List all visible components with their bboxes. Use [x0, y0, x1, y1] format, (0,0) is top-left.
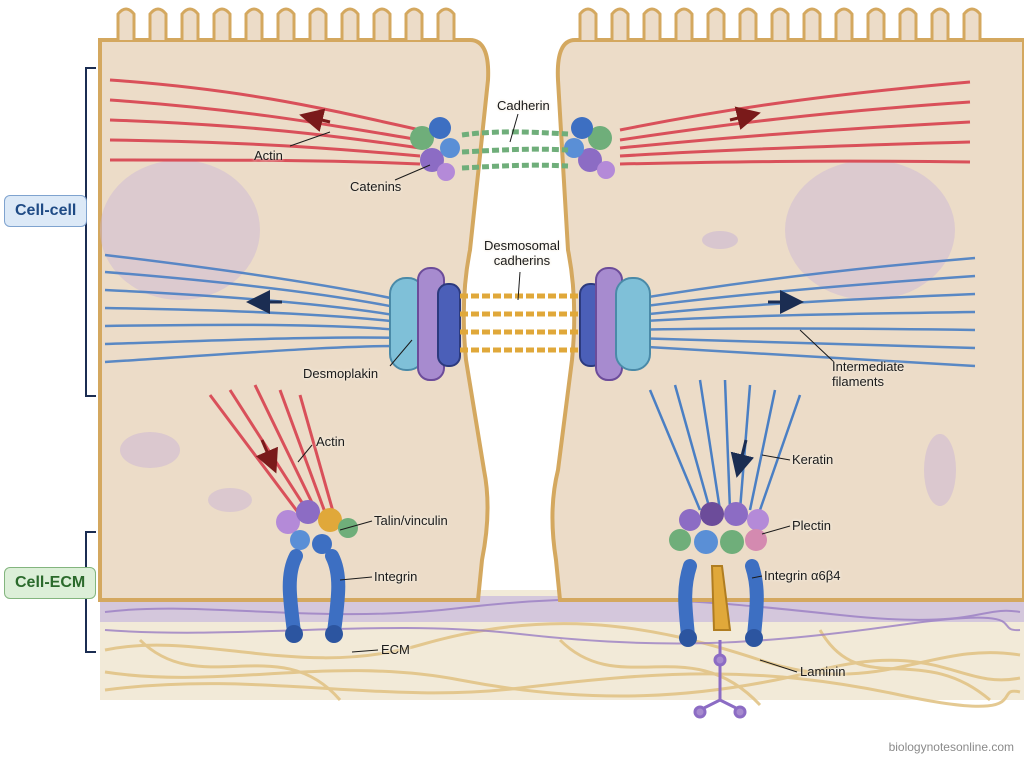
desmosomal-cadherin-chains [460, 293, 580, 353]
actin-arrow-right [729, 106, 761, 130]
laminin [693, 640, 747, 719]
actin-bundle-right [619, 80, 971, 166]
label-keratin: Keratin [792, 452, 834, 467]
label-desmoplakin: Desmoplakin [303, 366, 379, 381]
leader-lines [289, 113, 835, 673]
integrin-left [282, 549, 346, 643]
label-desmosomal-line2: cadherins [493, 253, 551, 268]
label-ecm: ECM [381, 642, 410, 657]
source-watermark: biologynotesonline.com [888, 740, 1014, 754]
label-plectin: Plectin [792, 518, 832, 533]
intermediate-filaments-left [104, 253, 401, 364]
ecm-layer [100, 590, 1024, 708]
integrin-a6b4 [678, 559, 764, 647]
label-intermediate-filaments: Intermediate filaments [832, 359, 904, 389]
catenin-cluster-left [410, 117, 460, 181]
actin-arrow-left [299, 108, 331, 132]
catenin-cluster-right [564, 117, 615, 179]
label-integrin-a6b4: Integrin α6β4 [764, 568, 841, 583]
label-intermediate-line2: filaments [832, 374, 885, 389]
right-cell [550, 7, 1024, 602]
label-laminin: Laminin [800, 664, 846, 679]
label-desmosomal-cadherins: Desmosomal cadherins [484, 238, 560, 268]
desmosome-plaque-right [579, 267, 651, 381]
cadherin-chains [461, 129, 569, 171]
actin-bundle-left [109, 78, 421, 166]
label-desmosomal-line1: Desmosomal [484, 238, 560, 253]
label-actin-bottom: Actin [316, 434, 345, 449]
label-actin-top: Actin [254, 148, 283, 163]
label-intermediate-line1: Intermediate [832, 359, 905, 374]
actin-arrow-focal [255, 439, 278, 474]
group-label-cell-ecm: Cell-ECM [4, 567, 97, 599]
plectin-complex [669, 502, 769, 554]
left-cell [98, 7, 491, 602]
desmosome-plaque-left [389, 267, 461, 381]
label-integrin: Integrin [374, 569, 418, 584]
label-talin-vinculin: Talin/vinculin [374, 513, 448, 528]
label-catenins: Catenins [350, 179, 402, 194]
bracket-cell-cell [85, 67, 96, 397]
label-cadherin: Cadherin [497, 98, 550, 113]
keratin-arrow [730, 439, 755, 478]
group-label-cell-cell: Cell-cell [4, 195, 88, 227]
